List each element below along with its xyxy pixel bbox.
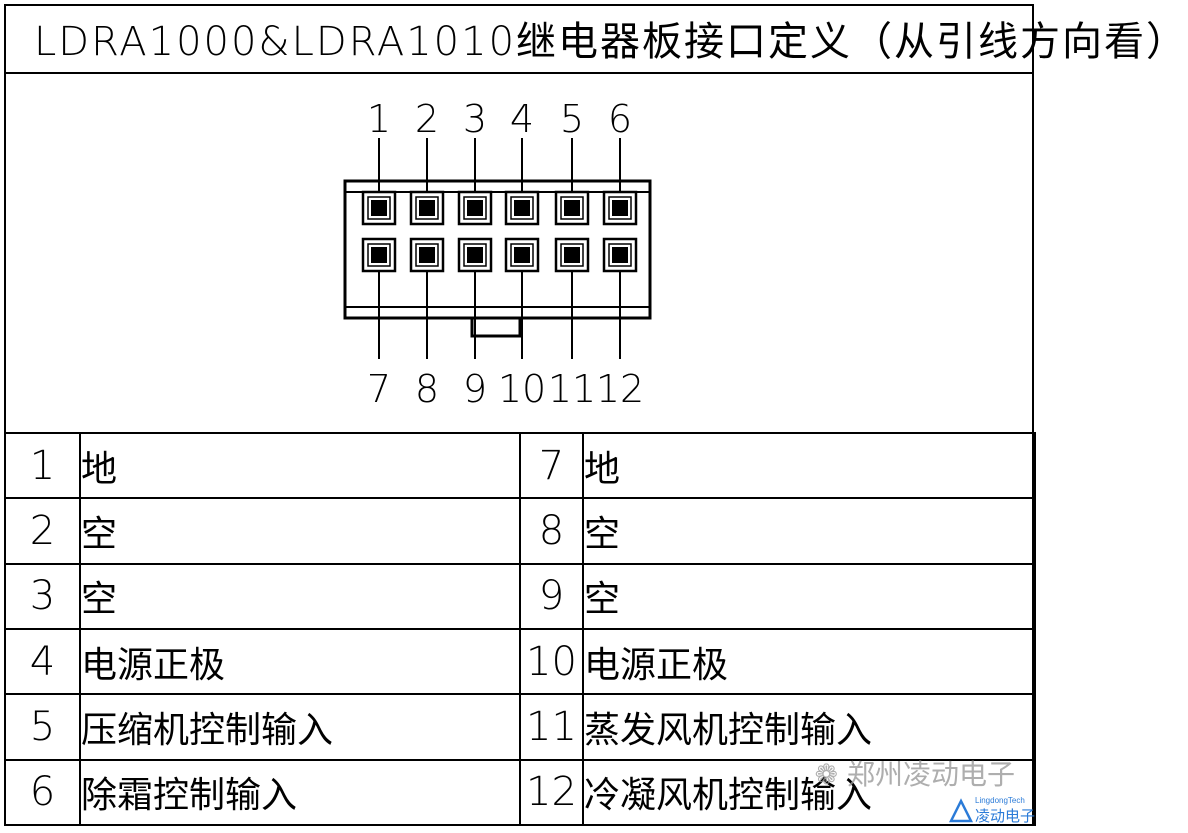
- pin-cavity-top-inner: [367, 196, 391, 220]
- pin-number-right: 9: [519, 562, 584, 630]
- table-row: 1 地 7 地: [4, 431, 1036, 500]
- table-row: 2 空 8 空: [4, 497, 1036, 565]
- pin-label-bottom: 7: [367, 367, 391, 411]
- pin-description-right: 空: [582, 562, 1036, 630]
- brand-logo-triangle-icon: [948, 798, 974, 823]
- pin-contact-top: [419, 200, 435, 216]
- pin-description-right: 地: [582, 431, 1036, 500]
- outer-frame: [4, 4, 1034, 826]
- pin-label-bottom: 8: [415, 367, 439, 411]
- pin-label-bottom: 11: [548, 367, 596, 411]
- connector-svg: 1 7 2 8 3 9 4 10 5 11 6 12: [343, 97, 652, 411]
- pin-contact-top: [371, 200, 387, 216]
- pin-description-left: 地: [79, 431, 521, 500]
- pin-number-right: 7: [519, 431, 584, 500]
- pin-number-left: 4: [4, 627, 81, 696]
- pin-description-right: 蒸发风机控制输入: [582, 693, 1036, 761]
- pin-number-right: 12: [519, 758, 584, 827]
- pin-description-left: 压缩机控制输入: [79, 693, 521, 761]
- page-title: LDRA1000&LDRA1010继电器板接口定义（从引线方向看）: [4, 4, 1186, 74]
- table-row: 4 电源正极 10 电源正极: [4, 627, 1036, 696]
- pin-contact-bottom: [612, 247, 628, 263]
- pin-label-bottom: 10: [498, 367, 546, 411]
- pin-cavity-top-inner: [415, 196, 439, 220]
- pin-number-right: 8: [519, 497, 584, 565]
- pin-cavity-top-inner: [463, 196, 487, 220]
- table-row: 5 压缩机控制输入 11 蒸发风机控制输入: [4, 693, 1036, 761]
- brand-logo-en: LingdongTech: [975, 796, 1025, 805]
- table-row: 6 除霜控制输入 12 冷凝风机控制输入: [4, 758, 1036, 827]
- pin-number-left: 6: [4, 758, 81, 827]
- pin-contact-bottom: [467, 247, 483, 263]
- pin-contact-bottom: [419, 247, 435, 263]
- connector-housing: [343, 179, 652, 320]
- pin-description-left: 空: [79, 497, 521, 565]
- pin-contact-bottom: [564, 247, 580, 263]
- pin-description-right: 电源正极: [582, 627, 1036, 696]
- pin-contact-top: [514, 200, 530, 216]
- pin-description-left: 空: [79, 562, 521, 630]
- pin-contact-bottom: [514, 247, 530, 263]
- pin-label-bottom: 9: [463, 367, 487, 411]
- pin-number-left: 5: [4, 693, 81, 761]
- pin-label-bottom: 12: [596, 367, 644, 411]
- pin-label-top: 5: [560, 97, 584, 141]
- pin-cavity-bottom-inner: [560, 243, 584, 267]
- pin-number-left: 3: [4, 562, 81, 630]
- pin-label-top: 1: [367, 97, 391, 141]
- pin-cavity-top-inner: [510, 196, 534, 220]
- pin-cavity-bottom-inner: [463, 243, 487, 267]
- pin-contact-top: [612, 200, 628, 216]
- pin-cavity-bottom-inner: [510, 243, 534, 267]
- pin-cavity-bottom-inner: [415, 243, 439, 267]
- connector-latch-key: [470, 318, 522, 338]
- table-row: 3 空 9 空: [4, 562, 1036, 630]
- pin-description-right: 冷凝风机控制输入: [582, 758, 1036, 827]
- brand-logo-cn: 凌动电子: [975, 807, 1035, 825]
- pin-cavity-bottom-inner: [367, 243, 391, 267]
- pin-number-right: 11: [519, 693, 584, 761]
- pin-label-top: 6: [608, 97, 632, 141]
- pin-description-left: 除霜控制输入: [79, 758, 521, 827]
- pin-contact-bottom: [371, 247, 387, 263]
- pin-number-right: 10: [519, 627, 584, 696]
- pin-contact-top: [564, 200, 580, 216]
- pin-label-top: 4: [510, 97, 534, 141]
- pin-definition-table: 1 地 7 地 2 空 8 空 3 空 9 空 4 电源正极 10 电源正极 5…: [4, 431, 1036, 827]
- pin-label-top: 3: [463, 97, 487, 141]
- pin-number-left: 1: [4, 431, 81, 500]
- pins-group: 1 7 2 8 3 9 4 10 5 11 6 12: [361, 97, 644, 411]
- pin-description-right: 空: [582, 497, 1036, 565]
- brand-logo: LingdongTech 凌动电子: [948, 796, 1035, 825]
- pin-cavity-top-inner: [560, 196, 584, 220]
- pin-cavity-bottom-inner: [608, 243, 632, 267]
- pin-label-top: 2: [415, 97, 439, 141]
- pin-description-left: 电源正极: [79, 627, 521, 696]
- pin-cavity-top-inner: [608, 196, 632, 220]
- connector-diagram: 1 7 2 8 3 9 4 10 5 11 6 12: [4, 74, 1034, 432]
- pin-contact-top: [467, 200, 483, 216]
- pin-number-left: 2: [4, 497, 81, 565]
